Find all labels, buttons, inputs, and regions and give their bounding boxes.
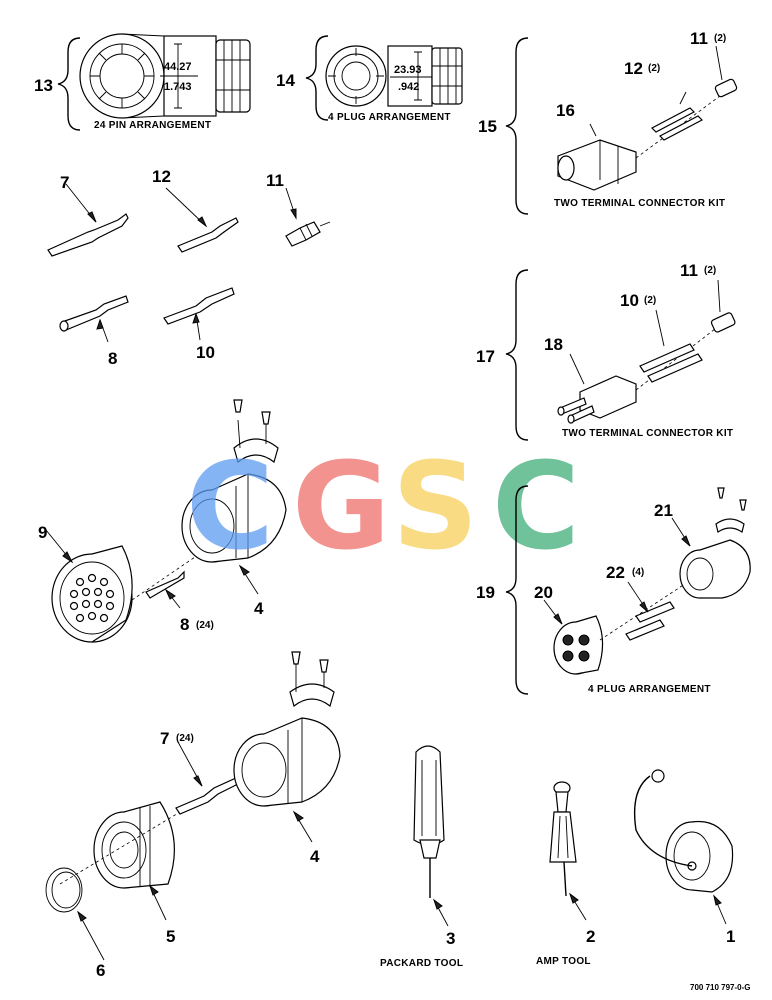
callout-5: 5 [166,927,175,946]
figure-id: 700 710 797-0-G [690,983,751,992]
callout-3: 3 [446,929,455,948]
brace-17 [505,269,529,441]
qty-22: (4) [632,567,644,578]
group-15-connector-kit: 15 16 12 (2) 11 (2) TWO TERMINAL CONNECT… [478,29,738,215]
callout-18: 18 [544,335,563,354]
contact-10 [163,287,235,325]
group-19-4-plug-arrangement: 19 20 22 (4) 21 4 PLUG ARRANGEMENT [476,485,751,695]
assembly-24-pin: 9 8 (24) 4 [38,399,287,643]
qty-12: (2) [648,63,660,74]
callout-11b: 11 [680,261,698,280]
qty-8: (24) [196,620,214,631]
dimension-24-bottom: 1.743 [164,81,192,93]
clamp-4b [289,683,335,708]
callout-2: 2 [586,927,595,946]
watermark-letter-g: G [292,438,391,577]
callout-17: 17 [476,347,495,366]
callout-6: 6 [96,961,105,980]
caption-amp-tool: AMP TOOL [536,956,591,967]
contact-8 [61,295,129,331]
callout-10b: 10 [620,291,639,310]
group-14-4-plug-arrangement: 14 23.93 .942 4 PLUG ARRANGEMENT [276,35,463,123]
brace-14 [305,35,329,121]
callout-22: 22 [606,563,625,582]
brace-15 [505,37,529,215]
caption-4-plug-top: 4 PLUG ARRANGEMENT [328,112,451,123]
qty-11b: (2) [704,265,716,276]
qty-10: (2) [644,295,656,306]
loose-contacts: 7 12 11 8 10 [47,167,331,368]
callout-14: 14 [276,71,295,90]
watermark-cgsc: C G S C [186,438,580,577]
callout-12: 12 [152,167,171,186]
dimension-4-bottom: .942 [398,81,419,93]
callout-13: 13 [34,76,53,95]
callout-1: 1 [726,927,735,946]
callout-16: 16 [556,101,575,120]
callout-19: 19 [476,583,495,602]
caption-packard-tool: PACKARD TOOL [380,958,463,969]
caption-kit-15: TWO TERMINAL CONNECTOR KIT [554,198,725,209]
connector-18 [579,375,637,419]
watermark-letter-c2: C [492,438,580,577]
tools-and-cap: 3 PACKARD TOOL 2 AMP TOOL 1 [380,745,735,969]
callout-8: 8 [108,349,117,368]
watermark-letter-s: S [392,438,478,577]
qty-7: (24) [176,733,194,744]
contact-7-assembly [175,777,239,815]
assembly-receptacle: 6 5 7 (24) 4 [45,651,341,980]
callout-12b: 12 [624,59,643,78]
packard-tool-3 [413,745,445,846]
group-17-connector-kit: 17 18 10 (2) 11 (2) TWO TERMINAL CONNECT… [476,261,736,441]
contact-7 [47,213,129,257]
callout-15: 15 [478,117,497,136]
callout-11: 11 [266,171,284,190]
watermark-letter-c1: C [186,438,274,577]
clamp-4a [233,438,279,464]
dimension-24-top: 44.27 [164,61,192,73]
brace-19 [505,485,529,695]
qty-11a: (2) [714,33,726,44]
callout-10: 10 [196,343,215,362]
callout-8b: 8 [180,615,189,634]
connector-nut [215,39,251,113]
caption-kit-17: TWO TERMINAL CONNECTOR KIT [562,428,733,439]
callout-9: 9 [38,523,47,542]
callout-11c: 11 [690,29,708,48]
dimension-4-top: 23.93 [394,64,422,76]
brace-13 [57,37,81,131]
callout-4a: 4 [254,599,264,618]
caption-4-plug-bottom: 4 PLUG ARRANGEMENT [588,684,711,695]
callout-7: 7 [60,173,69,192]
callout-7b: 7 [160,729,169,748]
group-13-24-pin-arrangement: 13 44.27 1.743 24 PIN ARRANGEMENT [34,33,251,131]
callout-4b: 4 [310,847,320,866]
contact-8-assembly [145,570,185,599]
caption-24-pin: 24 PIN ARRANGEMENT [94,120,211,131]
contact-12 [177,217,239,253]
callout-21: 21 [654,501,673,520]
retaining-ring-6 [45,867,83,913]
callout-20: 20 [534,583,553,602]
